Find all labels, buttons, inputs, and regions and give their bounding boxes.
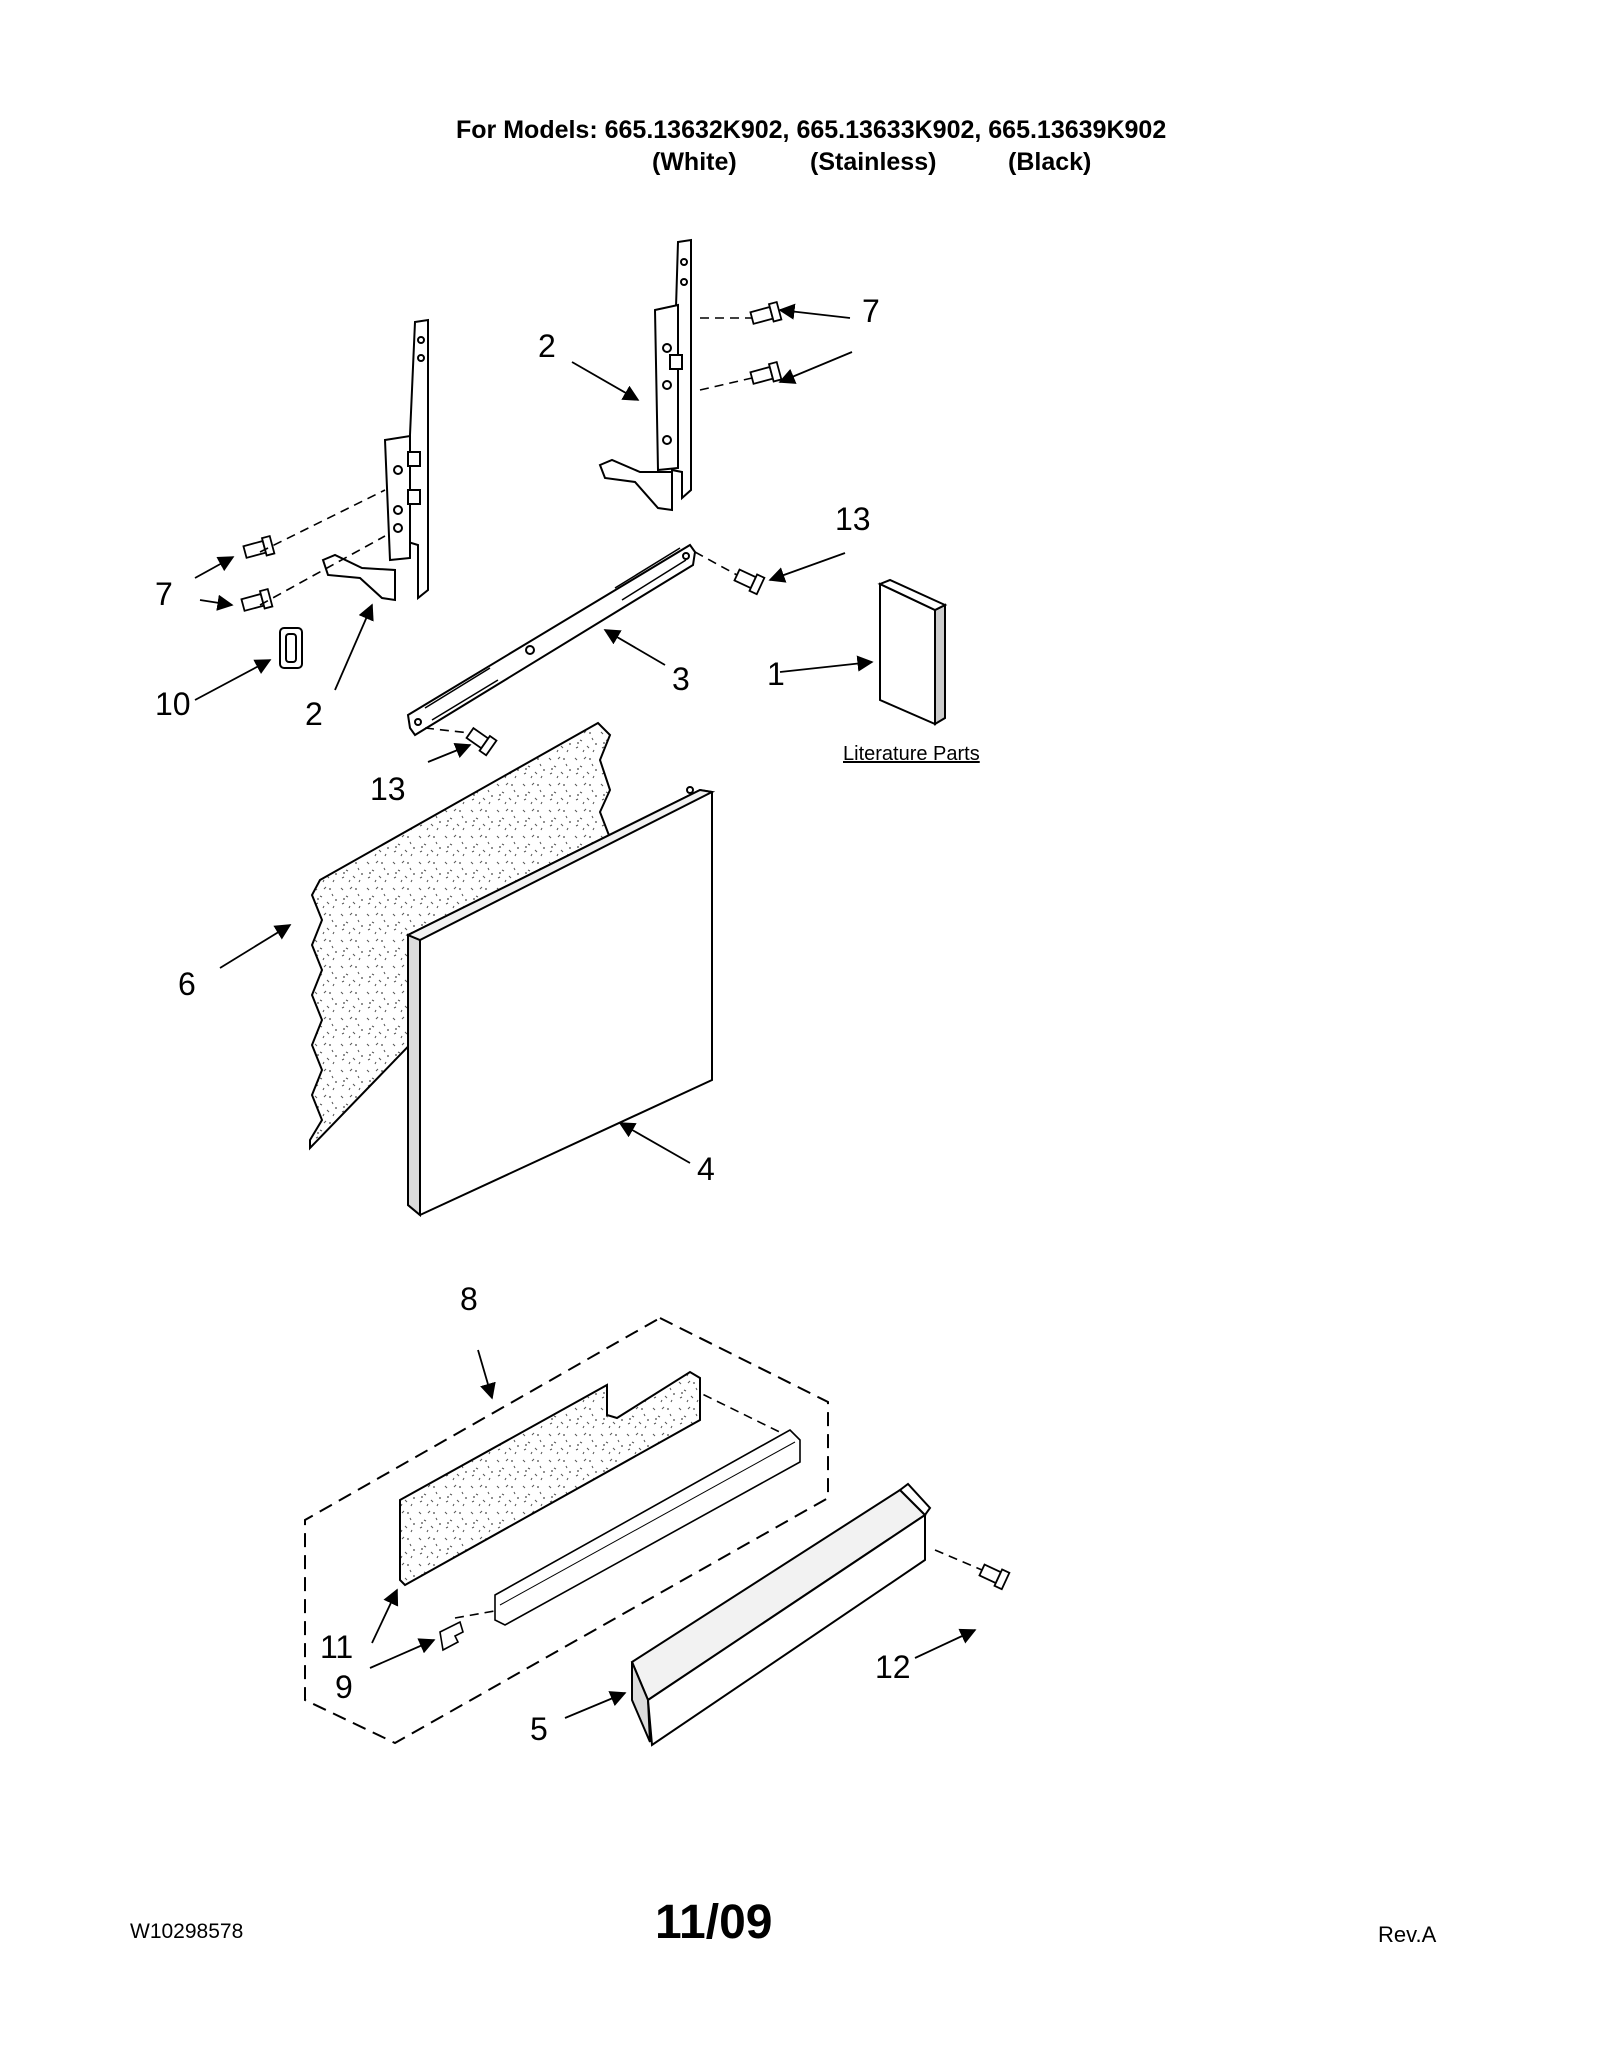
trim-strip-part [494,1429,801,1626]
revision-date: 11/09 [655,1896,773,1949]
part-number: W10298578 [130,1920,244,1943]
callout-7-left: 7 [155,576,173,612]
toe-panel-part [630,1482,932,1747]
finish-stainless: (Stainless) [810,148,937,176]
door-bracket-part [406,543,697,737]
models-heading: For Models: 665.13632K902, 665.13633K902… [456,116,1167,144]
callout-10: 10 [155,686,191,722]
callout-13-left: 13 [370,771,406,807]
callout-11: 11 [320,1629,353,1665]
callout-4: 4 [697,1151,715,1187]
callout-arrows [194,303,977,1719]
door-panel-part [405,786,716,1218]
callout-2-left: 2 [305,696,323,732]
literature-part [877,578,948,726]
finish-black: (Black) [1008,148,1092,176]
literature-parts-label: Literature Parts [843,743,980,765]
clip-part [279,627,303,669]
callout-9: 9 [335,1669,353,1705]
finish-white: (White) [652,148,737,176]
callout-2-right: 2 [538,328,556,364]
callout-3: 3 [672,661,690,697]
right-hinge-part [598,238,692,512]
callout-6: 6 [178,966,196,1002]
kit-outline [304,1316,829,1745]
screw-parts [240,300,1011,1591]
callout-13-right: 13 [835,501,871,537]
revision-label: Rev.A [1378,1922,1437,1947]
callout-7-right: 7 [862,293,880,329]
callout-8: 8 [460,1281,478,1317]
callout-12: 12 [875,1649,911,1685]
left-hinge-part [321,318,429,602]
callout-5: 5 [530,1711,548,1747]
kit-insulation-part [399,1370,701,1587]
kit-clip-part [439,1620,464,1652]
callout-1: 1 [767,656,785,692]
dashed-leader-lines [259,317,983,1619]
